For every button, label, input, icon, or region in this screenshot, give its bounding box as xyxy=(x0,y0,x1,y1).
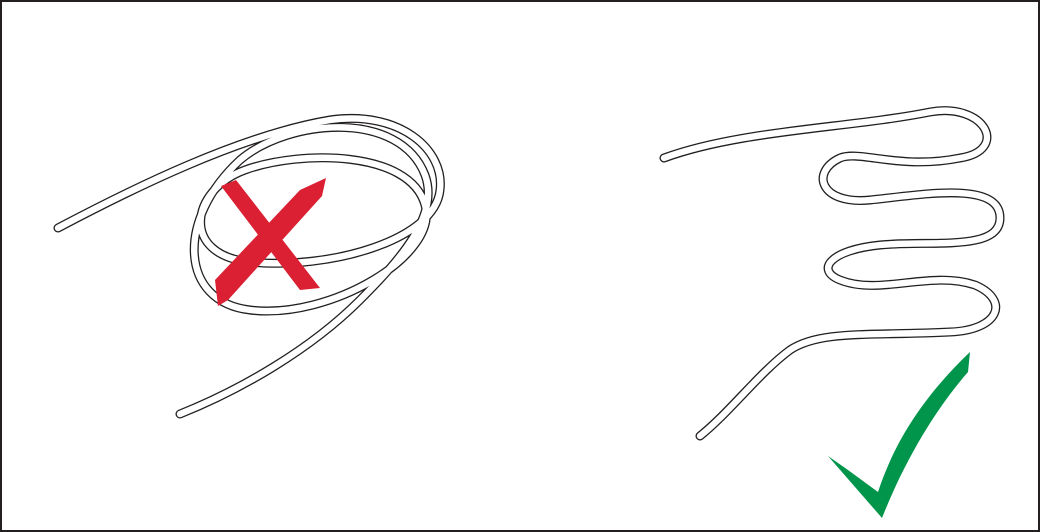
checkmark-icon xyxy=(828,352,970,518)
cross-icon xyxy=(215,178,326,306)
